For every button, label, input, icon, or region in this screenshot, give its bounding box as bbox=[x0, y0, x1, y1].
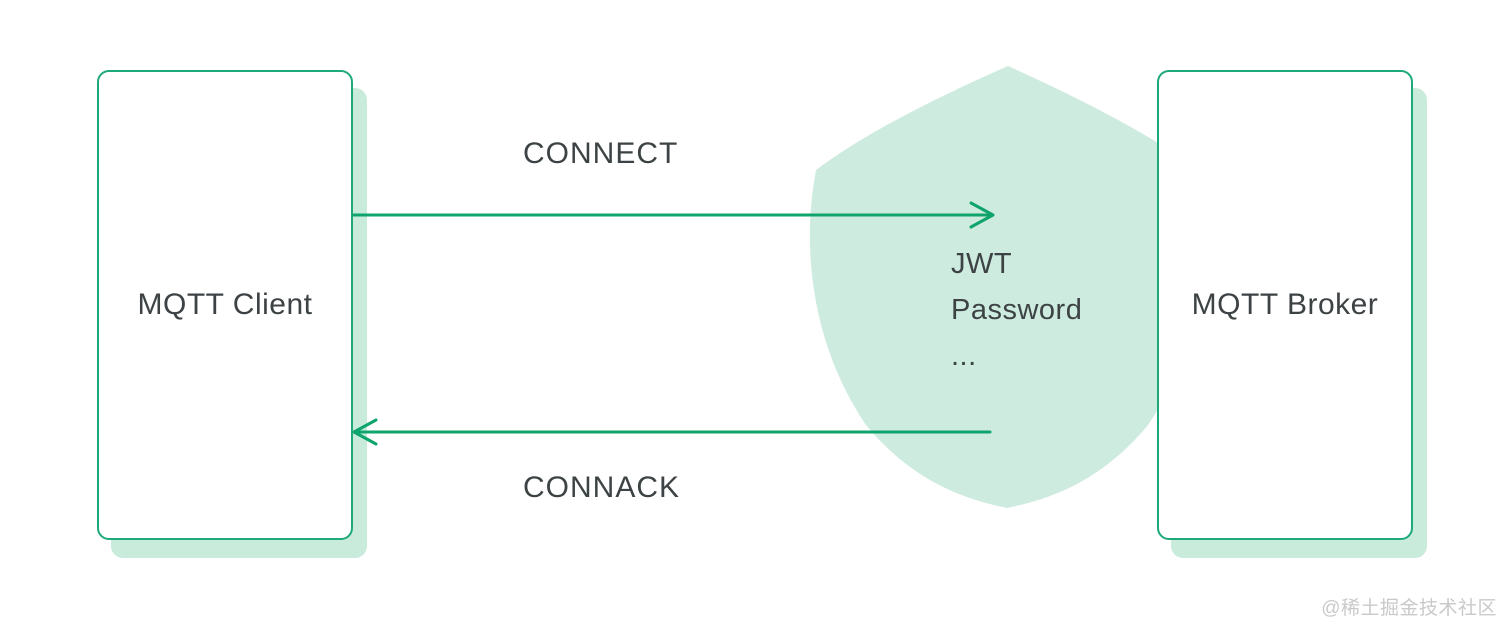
auth-line-jwt: JWT bbox=[951, 248, 1013, 280]
client-box-label: MQTT Client bbox=[137, 288, 313, 321]
broker-box-label: MQTT Broker bbox=[1191, 288, 1379, 321]
client-box: MQTT Client bbox=[97, 70, 353, 540]
auth-line-ellipsis: ... bbox=[951, 340, 977, 372]
connack-label: CONNACK bbox=[523, 471, 681, 504]
arrow-right-icon bbox=[969, 201, 995, 229]
connect-label: CONNECT bbox=[523, 137, 679, 170]
arrow-left-icon bbox=[352, 418, 378, 446]
broker-box: MQTT Broker bbox=[1157, 70, 1413, 540]
connect-arrow bbox=[351, 201, 995, 229]
auth-methods-text: JWT Password ... bbox=[951, 241, 1082, 379]
connack-arrow bbox=[352, 418, 992, 446]
auth-line-password: Password bbox=[951, 294, 1083, 326]
watermark: @稀土掘金技术社区 bbox=[1321, 598, 1497, 619]
